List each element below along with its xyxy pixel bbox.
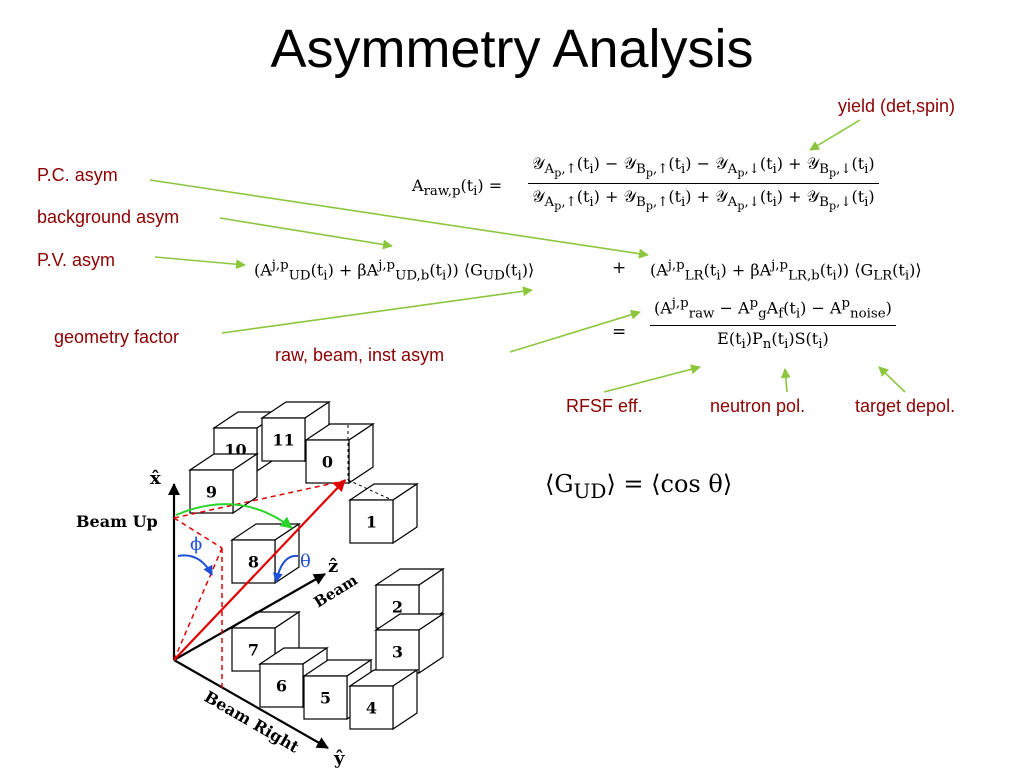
arrow-pc-asym (149, 179, 649, 259)
detector-number: 2 (392, 598, 403, 617)
label-pv-asym: P.V. asym (37, 250, 116, 270)
label-neutron-pol: neutron pol. (710, 396, 806, 416)
detector-block-front (349, 499, 394, 544)
detector-number: 4 (366, 699, 377, 718)
arrow-rfsf (603, 364, 701, 393)
beam-up-label: Beam Up (76, 512, 158, 531)
eq-ud-term: (Aj,pUD(ti) + βAj,pUD,b(ti)) ⟨GUD(ti)⟩ (254, 258, 535, 284)
detector-block-front (305, 439, 350, 484)
eq-plus: + (612, 258, 627, 278)
label-pc-asym: P.C. asym (37, 165, 118, 185)
arrow-raw-beam-inst (509, 309, 641, 353)
detector-number: 0 (322, 453, 333, 472)
eq-raw-fraction: 𝒴Ap,↑(ti) − 𝒴Bp,↑(ti) − 𝒴Ap,↓(ti) + 𝒴Bp,… (528, 154, 879, 213)
axis-y-label: ŷ (333, 748, 345, 768)
detector-block-front (189, 469, 234, 514)
label-geometry-factor: geometry factor (54, 327, 180, 347)
green-arc (175, 503, 293, 529)
axis-x-label: x̂ (150, 468, 161, 489)
eq-lr-term: (Aj,pLR(ti) + βAj,pLR,b(ti)) ⟨GLR(ti)⟩ (650, 258, 922, 284)
detector-number: 5 (320, 689, 331, 708)
label-raw-beam-inst: raw, beam, inst asym (275, 345, 445, 365)
detector-number: 11 (272, 431, 294, 450)
label-rfsf: RFSF eff. (566, 396, 643, 416)
proj-line-1 (173, 479, 349, 519)
detector-number: 6 (276, 677, 287, 696)
detector-block-front (349, 685, 394, 730)
detector-block-front (261, 417, 306, 462)
label-yield: yield (det,spin) (838, 96, 956, 116)
momentum-vector (173, 479, 346, 661)
page-title: Asymmetry Analysis (270, 19, 754, 79)
arrow-pv-asym (154, 256, 246, 270)
label-background-asym: background asym (37, 207, 180, 227)
arrow-neutron-pol (780, 368, 791, 393)
arrow-geometry-factor (221, 286, 533, 334)
detector-block-front (259, 663, 304, 708)
proj-line-2 (173, 547, 223, 661)
arrow-target-depol (878, 366, 906, 393)
eq-corrected-fraction: (Aj,praw − ApgAf(ti) − Apnoise) E(ti)Pn(… (650, 296, 896, 352)
detector-block-front (375, 629, 420, 674)
detector-block-front (303, 675, 348, 720)
eq-lhs: Araw,p(ti) = (412, 176, 503, 200)
arrow-yield (809, 119, 861, 151)
theta-label: θ (300, 551, 311, 572)
proj-line-4 (173, 517, 223, 549)
phi-label: ϕ (190, 534, 202, 555)
eq-corrected-numerator: (Aj,praw − ApgAf(ti) − Apnoise) (650, 296, 896, 326)
phi-arc (177, 554, 213, 576)
detector-number: 7 (248, 641, 259, 660)
eq-raw-denominator: 𝒴Ap,↑(ti) + 𝒴Bp,↑(ti) + 𝒴Ap,↓(ti) + 𝒴Bp,… (532, 186, 875, 213)
eq-raw-numerator: 𝒴Ap,↑(ti) − 𝒴Bp,↑(ti) − 𝒴Ap,↓(ti) + 𝒴Bp,… (528, 154, 879, 184)
y-axis (173, 659, 329, 749)
box-edge-dashed-2 (347, 479, 393, 501)
theta-arc (272, 554, 299, 583)
detector-number: 3 (392, 643, 403, 662)
z-axis (173, 573, 326, 661)
eq-gud: ⟨GUD⟩ = ⟨cos θ⟩ (545, 470, 733, 503)
label-target-depol: target depol. (855, 396, 956, 416)
axis-z-label: ẑ (328, 556, 338, 577)
arrow-background-asym (219, 217, 393, 250)
eq-corrected-denominator: E(ti)Pn(ti)S(ti) (717, 328, 829, 352)
detector-number: 8 (248, 553, 259, 572)
detector-number: 9 (206, 483, 217, 502)
eq-equals: = (612, 322, 627, 342)
detector-number: 1 (366, 513, 377, 532)
